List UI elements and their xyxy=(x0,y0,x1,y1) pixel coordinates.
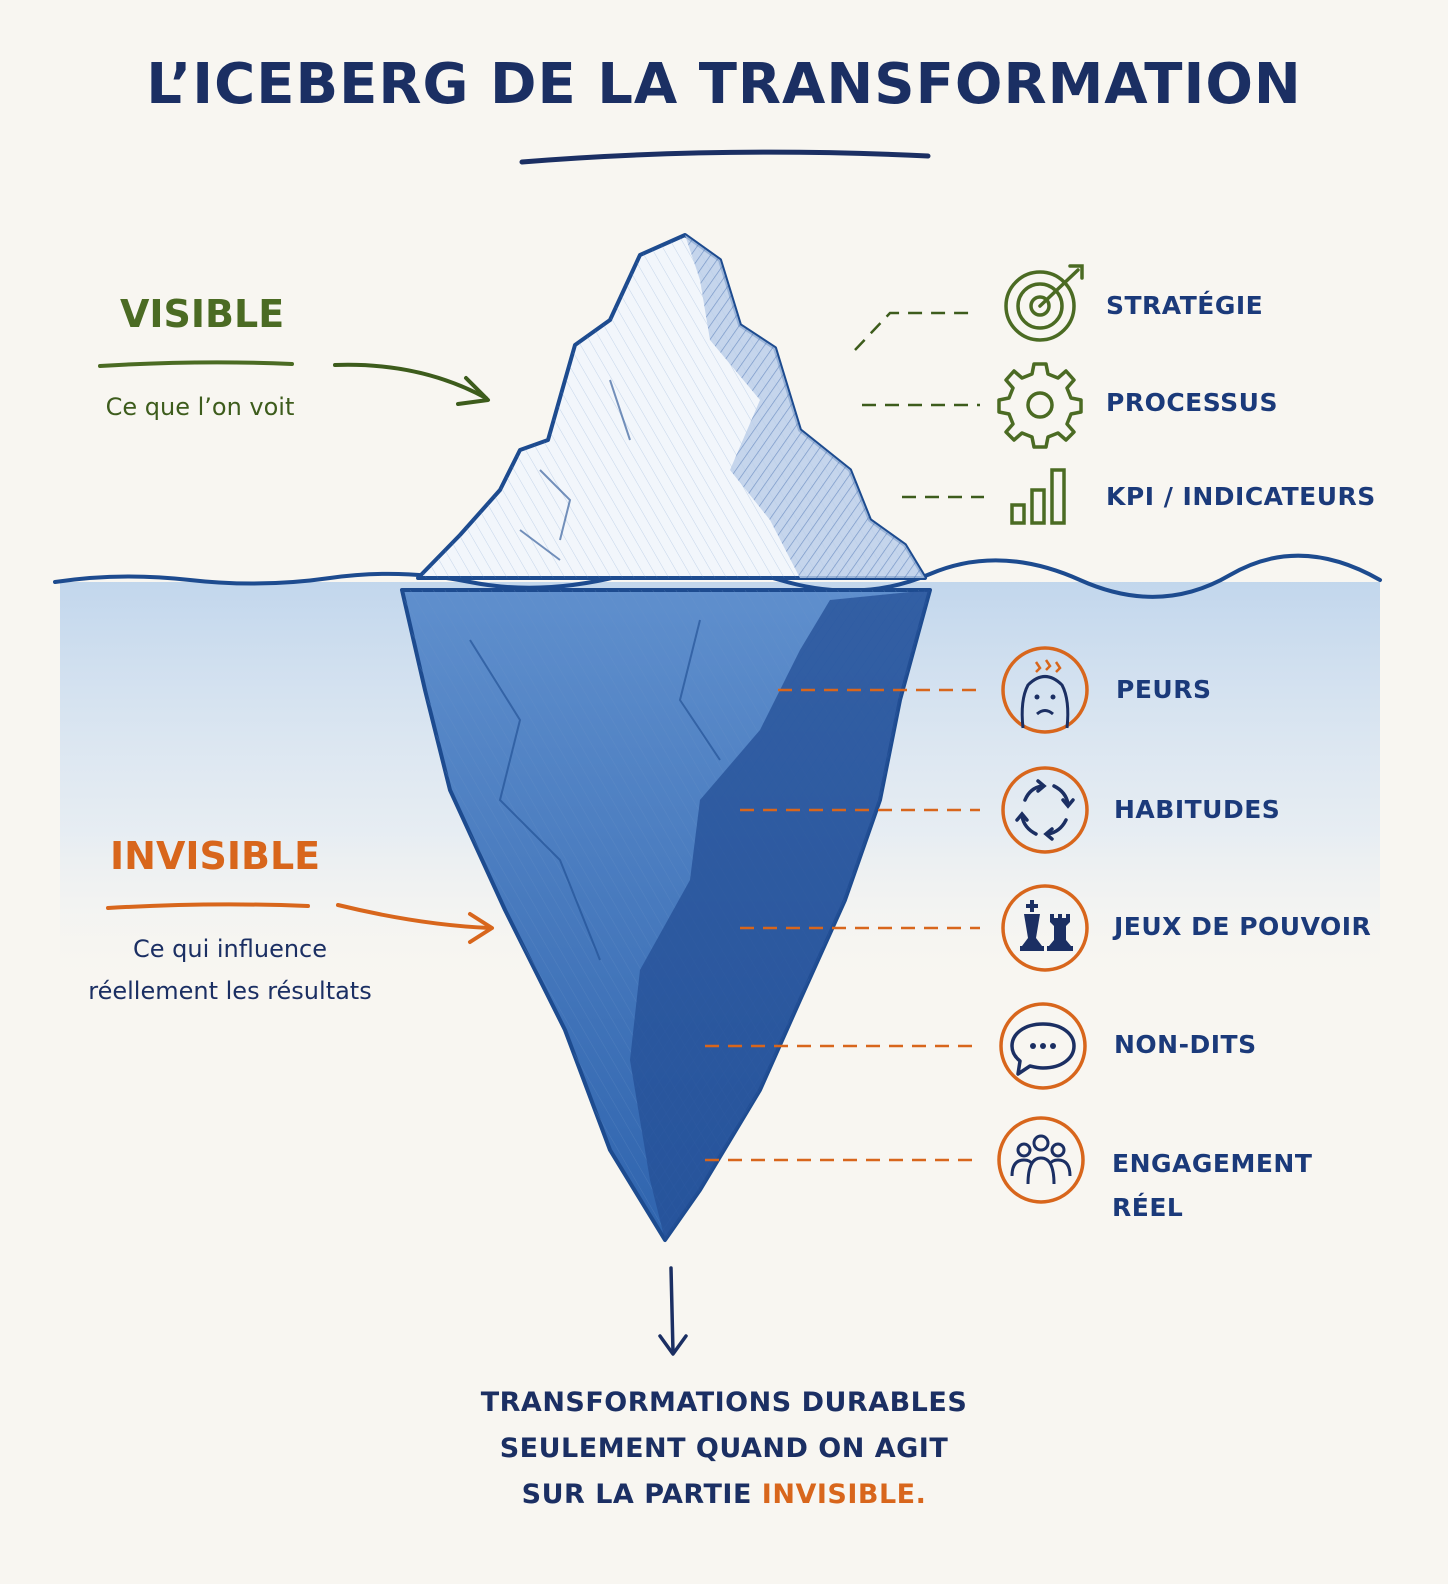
footer-line-last: SUR LA PARTIE INVISIBLE. xyxy=(374,1472,1074,1518)
label-processus: PROCESSUS xyxy=(1106,388,1278,417)
label-engagement-line: ENGAGEMENT xyxy=(1112,1149,1313,1178)
invisible-arrow xyxy=(336,903,492,930)
speech-bubble-icon xyxy=(999,1002,1087,1090)
label-non-dits: NON-DITS xyxy=(1114,1030,1257,1059)
people-group-icon xyxy=(997,1116,1085,1204)
footer-line: SUR LA PARTIE xyxy=(521,1479,762,1510)
label-engagement-line: RÉEL xyxy=(1112,1193,1184,1222)
bar-chart-icon xyxy=(1010,468,1066,525)
cycle-arrows-icon xyxy=(1001,766,1089,854)
title-underline xyxy=(519,149,931,165)
invisible-caption: Ce qui influence réellement les résultat… xyxy=(40,928,420,1012)
invisible-heading: INVISIBLE xyxy=(110,834,321,878)
worried-face-icon xyxy=(1001,646,1089,734)
visible-arrow xyxy=(333,362,488,400)
footer-highlight: INVISIBLE. xyxy=(761,1479,927,1510)
target-icon xyxy=(1004,264,1084,342)
footer-conclusion: TRANSFORMATIONS DURABLES SEULEMENT QUAND… xyxy=(374,1380,1074,1518)
invisible-caption-line: réellement les résultats xyxy=(88,977,372,1005)
invisible-caption-line: Ce qui influence xyxy=(132,935,328,963)
label-engagement-reel: ENGAGEMENT RÉEL xyxy=(1112,1142,1312,1230)
label-habitudes: HABITUDES xyxy=(1114,795,1281,824)
label-kpi-indicateurs: KPI / INDICATEURS xyxy=(1106,482,1376,511)
footer-line: TRANSFORMATIONS DURABLES xyxy=(480,1387,968,1418)
chess-pieces-icon xyxy=(1001,884,1089,972)
page-title: L’ICEBERG DE LA TRANSFORMATION xyxy=(146,52,1302,117)
label-strategie: STRATÉGIE xyxy=(1106,291,1264,320)
visible-heading: VISIBLE xyxy=(120,292,285,336)
label-jeux-de-pouvoir: JEUX DE POUVOIR xyxy=(1114,912,1372,941)
gear-icon xyxy=(997,362,1083,449)
down-arrow xyxy=(669,1266,675,1354)
visible-caption: Ce que l’on voit xyxy=(105,393,295,421)
footer-line: SEULEMENT QUAND ON AGIT xyxy=(499,1433,949,1464)
label-peurs: PEURS xyxy=(1116,675,1212,704)
